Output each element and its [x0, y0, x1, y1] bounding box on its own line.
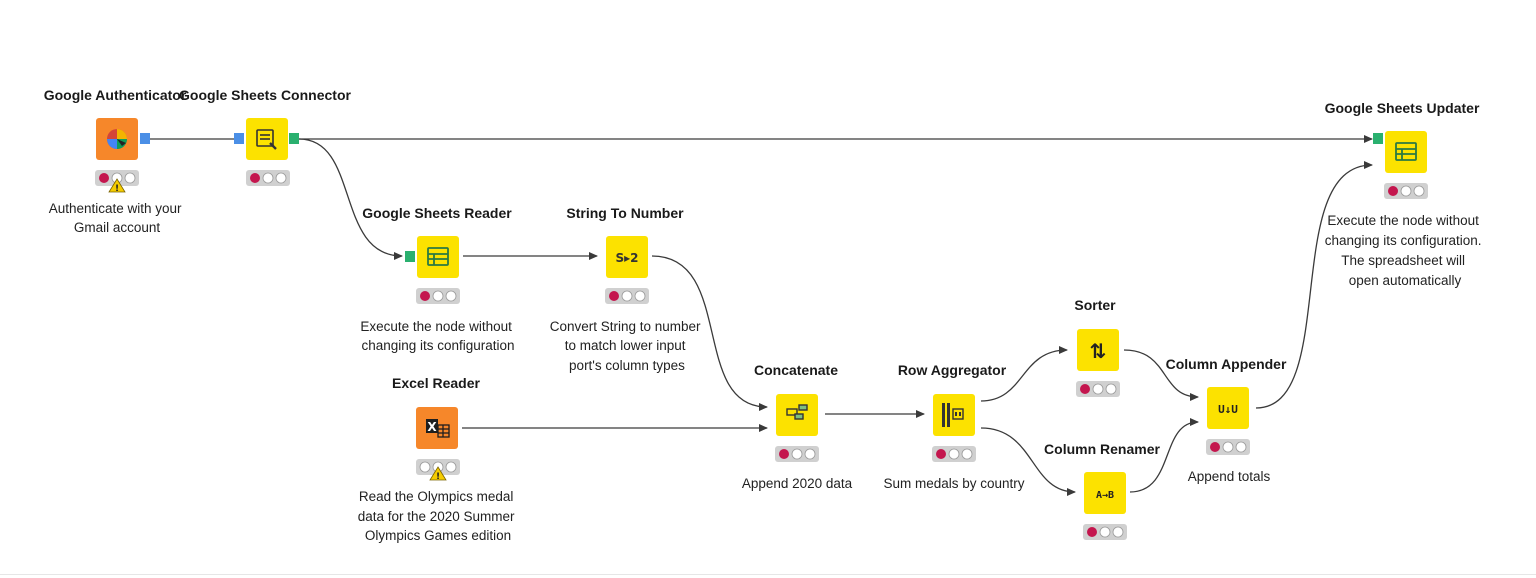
node-title: Row Aggregator	[898, 362, 1007, 378]
node-annotation: Execute the node without changing its co…	[360, 319, 515, 353]
node-title: Excel Reader	[392, 375, 480, 391]
output-port-credential[interactable]	[140, 133, 150, 144]
column-appender-icon: U↓U	[1218, 403, 1238, 416]
concatenate-icon	[786, 404, 808, 420]
status-traffic-light	[1206, 439, 1250, 455]
node-title: String To Number	[566, 205, 684, 221]
status-traffic-light	[95, 170, 139, 186]
node-box[interactable]	[1207, 387, 1249, 429]
connection-row-aggregator-to-column-renamer[interactable]	[980, 427, 1076, 496]
connection-row-aggregator-to-sorter[interactable]	[980, 346, 1068, 402]
warning-icon: !	[429, 466, 447, 482]
node-annotation: Sum medals by country	[883, 476, 1024, 491]
node-box[interactable]	[1084, 472, 1126, 514]
spreadsheet-icon	[1395, 142, 1417, 161]
status-traffic-light	[1076, 381, 1120, 397]
node-sorter[interactable]: Sorter ⇅	[1074, 297, 1120, 397]
google-authenticator-icon	[107, 129, 127, 149]
node-google-sheets-reader[interactable]: Google Sheets Reader Execute the node wi…	[360, 205, 515, 353]
spreadsheet-icon	[427, 247, 449, 266]
node-annotation: Read the Olympics medal data for the 202…	[358, 489, 519, 543]
node-annotation: Convert String to number to match lower …	[550, 319, 705, 373]
node-box[interactable]	[933, 394, 975, 436]
rename-icon: A→B	[1096, 490, 1114, 501]
connection-connector-to-reader[interactable]	[298, 138, 403, 260]
warning-icon: !	[108, 178, 126, 194]
input-port-table[interactable]	[405, 251, 415, 262]
node-box[interactable]	[1385, 131, 1427, 173]
node-title: Google Sheets Reader	[362, 205, 512, 221]
connections	[150, 135, 1373, 496]
status-traffic-light	[932, 446, 976, 462]
node-title: Concatenate	[754, 362, 838, 378]
node-title: Google Authenticator	[44, 87, 187, 103]
node-title: Column Appender	[1166, 356, 1287, 372]
node-google-sheets-updater[interactable]: Google Sheets Updater Execute the node w…	[1325, 100, 1486, 288]
node-excel-reader[interactable]: Excel Reader X ! Read the Olympics medal…	[358, 375, 519, 543]
node-title: Google Sheets Connector	[179, 87, 351, 103]
status-traffic-light	[605, 288, 649, 304]
canvas-bottom-border	[0, 574, 1536, 575]
connection-column-renamer-to-column-appender[interactable]	[1129, 418, 1199, 493]
node-annotation: Append 2020 data	[742, 476, 853, 491]
node-box[interactable]	[417, 236, 459, 278]
node-box[interactable]	[606, 236, 648, 278]
status-traffic-light	[246, 170, 290, 186]
node-column-renamer[interactable]: Column Renamer A→B	[1044, 441, 1161, 540]
node-column-appender[interactable]: Column Appender U↓U Append totals	[1166, 356, 1287, 484]
status-traffic-light	[1384, 183, 1428, 199]
node-annotation: Append totals	[1188, 469, 1271, 484]
status-traffic-light	[416, 288, 460, 304]
node-annotation: Execute the node without changing its co…	[1325, 213, 1486, 288]
node-box[interactable]	[1077, 329, 1119, 371]
excel-icon: X	[426, 419, 450, 438]
svg-text:!: !	[436, 472, 440, 482]
connection-sorter-to-column-appender[interactable]	[1123, 349, 1199, 401]
status-traffic-light	[1083, 524, 1127, 540]
string-to-number-icon: S▸2	[615, 251, 638, 265]
node-title: Sorter	[1074, 297, 1116, 313]
input-port-credential[interactable]	[234, 133, 244, 144]
status-traffic-light	[775, 446, 819, 462]
node-annotation: Authenticate with your Gmail account	[49, 201, 186, 235]
node-title: Google Sheets Updater	[1325, 100, 1480, 116]
connection-string-to-number-to-concatenate[interactable]	[651, 255, 768, 411]
node-title: Column Renamer	[1044, 441, 1160, 457]
node-row-aggregator[interactable]: Row Aggregator Sum medals by country	[883, 362, 1024, 491]
node-string-to-number[interactable]: String To Number S▸2 Convert String to n…	[550, 205, 705, 373]
sheets-connector-icon	[256, 129, 277, 150]
connection-column-appender-to-updater[interactable]	[1255, 161, 1373, 409]
input-port-table[interactable]	[1373, 133, 1383, 144]
svg-text:X: X	[427, 420, 437, 434]
svg-text:!: !	[115, 184, 119, 194]
node-concatenate[interactable]: Concatenate Append 2020 data	[742, 362, 853, 491]
node-google-authenticator[interactable]: Google Authenticator ! Authenticate with…	[44, 87, 187, 235]
node-google-sheets-connector[interactable]: Google Sheets Connector	[179, 87, 352, 186]
output-port-table[interactable]	[289, 133, 299, 144]
sort-arrows-icon: ⇅	[1090, 339, 1107, 363]
row-aggregator-icon	[942, 403, 964, 427]
